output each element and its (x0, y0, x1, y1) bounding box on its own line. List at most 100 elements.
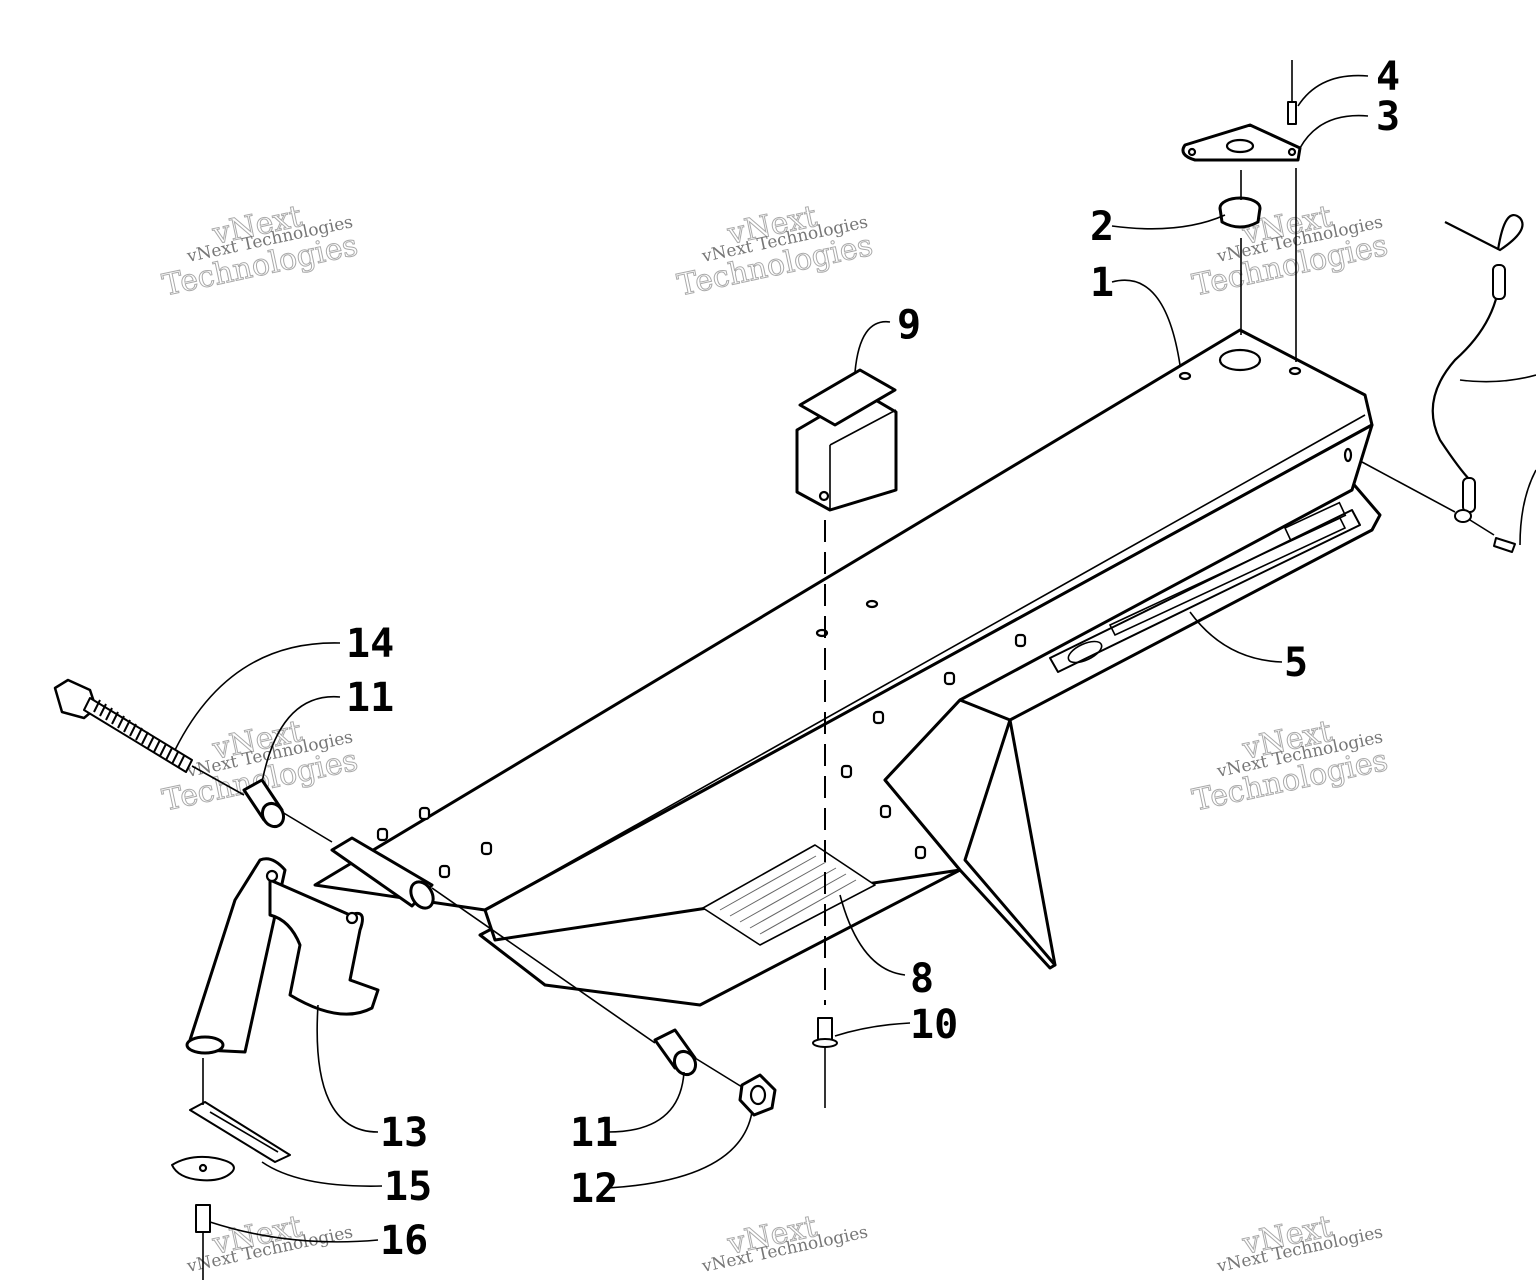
leader-15 (261, 1161, 383, 1187)
bracket-foot (185, 1035, 225, 1055)
leader-14 (174, 642, 341, 751)
watermark: vNext vNext Technologies Technologies (159, 198, 361, 304)
bolt-threads (93, 699, 185, 769)
watermark: vNext vNext Technologies (699, 1208, 869, 1277)
spacer-end (672, 1049, 698, 1077)
leader-10 (834, 1022, 911, 1037)
watermark: vNext vNext Technologies Technologies (1189, 198, 1391, 304)
leader-16 (209, 1221, 379, 1243)
callout-15: 15 (384, 1164, 432, 1210)
leader-11-upper (261, 696, 341, 783)
callout-3: 3 (1376, 94, 1400, 140)
clip-hole (818, 490, 830, 502)
spacer-part-11-lower (653, 1028, 698, 1077)
callout-14: 14 (346, 621, 394, 667)
callout-11-lower: 11 (570, 1110, 618, 1156)
decal-model-box (1283, 501, 1347, 542)
cable-wire (1431, 269, 1502, 481)
grommet-body (1218, 207, 1262, 229)
nut-bore (749, 1084, 767, 1106)
cable-stub (1519, 469, 1536, 546)
leader-4 (1297, 74, 1369, 107)
leader-11-lower (607, 1071, 685, 1133)
decal-logo (1067, 640, 1103, 664)
callout-16: 16 (380, 1218, 428, 1264)
pin-body (1287, 101, 1297, 125)
decal-part-5 (1049, 501, 1361, 673)
leader-13 (316, 1004, 379, 1133)
leader-3 (1299, 114, 1369, 149)
callout-10: 10 (910, 1002, 958, 1048)
pad-part-15 (189, 1101, 291, 1163)
callout-12: 12 (570, 1166, 618, 1212)
watermark: vNext vNext Technologies (1214, 1208, 1384, 1277)
cable-pin (1493, 537, 1516, 553)
watermark: vNext vNext Technologies Technologies (1189, 713, 1391, 819)
spacer-part-11-upper (242, 778, 286, 829)
guard-hinge-tube-end (409, 880, 435, 910)
guard-crease (484, 414, 1366, 911)
cable-crimp-top (1492, 264, 1506, 300)
label-part-8 (702, 844, 876, 946)
bracket-mount (268, 878, 380, 1016)
callout-13: 13 (380, 1110, 428, 1156)
guard-hole (1178, 371, 1192, 381)
guard-hole (1343, 447, 1353, 463)
clip-part-9 (795, 368, 898, 512)
cable-crimp-bottom (1462, 477, 1476, 513)
bracket-hole (1287, 147, 1297, 157)
leader-1 (1111, 279, 1181, 366)
leader-9 (854, 321, 891, 373)
bracket-center-hole (1225, 138, 1255, 154)
bolt-axis (191, 765, 743, 1088)
alignment-lines (824, 168, 1495, 1005)
tether-align-line-2 (1469, 519, 1495, 536)
washer-hole (198, 1163, 208, 1173)
rivet-flange (812, 1038, 838, 1048)
watermark: vNext vNext Technologies Technologies (674, 198, 876, 304)
label-lines (719, 855, 857, 935)
pad-groove (209, 1111, 279, 1153)
callout-9: 9 (897, 302, 921, 348)
callout-2: 2 (1090, 204, 1114, 250)
bracket-hole (1187, 147, 1197, 157)
cable-ring (1454, 509, 1472, 523)
guard-hinge-tube (330, 836, 434, 908)
callout-11-upper: 11 (346, 675, 394, 721)
bracket-top-hole (265, 869, 279, 883)
clip-top-tab (798, 368, 897, 427)
grommet-part-2 (1218, 196, 1262, 229)
leader-8 (839, 894, 906, 976)
leader-lines (174, 74, 1369, 1243)
callout-5: 5 (1284, 640, 1308, 686)
spacer-end (260, 801, 286, 829)
washer-part (171, 1155, 235, 1182)
bracket-part-3 (1181, 123, 1302, 162)
leader-12 (607, 1111, 753, 1189)
tether-cable (1431, 214, 1536, 553)
guard-hole (865, 599, 879, 609)
cable-leader (1459, 374, 1536, 383)
stand-bracket-part-13 (185, 857, 380, 1055)
decal-text-band (1108, 516, 1347, 637)
leader-5 (1189, 611, 1283, 663)
pad-strip (189, 1101, 291, 1163)
rivet-part-10 (812, 1017, 838, 1108)
callout-labels: 1 2 3 4 5 8 9 10 11 11 12 13 14 15 16 (346, 54, 1400, 1264)
rivet-part-16 (195, 1204, 211, 1280)
leader-2 (1111, 214, 1226, 230)
rivet-head (195, 1204, 211, 1233)
callout-8: 8 (910, 956, 934, 1002)
tether-align-line (1361, 461, 1456, 513)
callout-1: 1 (1090, 260, 1114, 306)
bracket-pivot-hole (345, 911, 359, 925)
guard-large-hole (1218, 348, 1262, 372)
guard-fin (883, 698, 1057, 970)
bolt-part-14 (53, 678, 193, 773)
guard-rivet-studs (376, 633, 1027, 879)
pin-part-4 (1287, 60, 1297, 125)
clip-fold (829, 409, 897, 510)
cable-loop (1444, 214, 1524, 252)
guard-side-face (483, 423, 1374, 942)
